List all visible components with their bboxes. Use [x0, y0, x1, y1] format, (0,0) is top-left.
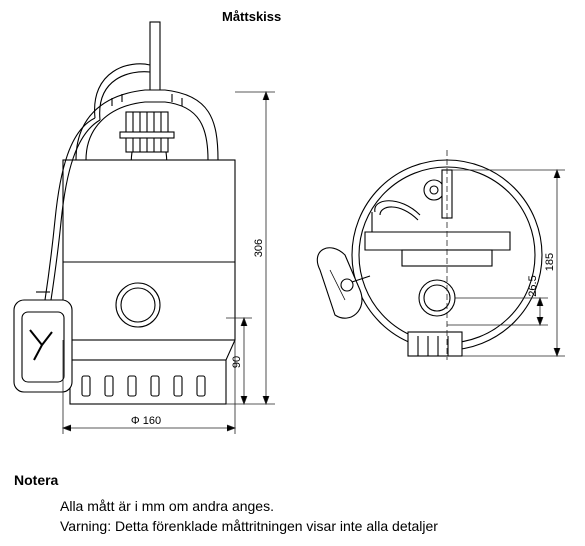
dim-label-top-height: 185 [544, 253, 556, 271]
dim-label-height-total: 306 [253, 239, 265, 257]
pump-side-view [13, 21, 236, 405]
dimension-lines-top [446, 150, 565, 360]
note-line-warning: Varning: Detta förenklade måttritningen … [60, 518, 438, 534]
dimension-lines-side [61, 90, 275, 434]
dimension-drawing: 306 90 Φ 160 185 26.5 [13, 21, 565, 434]
dim-label-diameter: Φ 160 [131, 415, 161, 427]
dim-label-height-lower: 90 [231, 356, 243, 368]
pump-top-view [316, 159, 543, 357]
drawing-title: Måttskiss [222, 9, 282, 24]
notes-heading: Notera [14, 472, 59, 488]
note-line-units: Alla mått är i mm om andra anges. [60, 498, 274, 514]
dim-label-offset: 26.5 [527, 275, 539, 296]
